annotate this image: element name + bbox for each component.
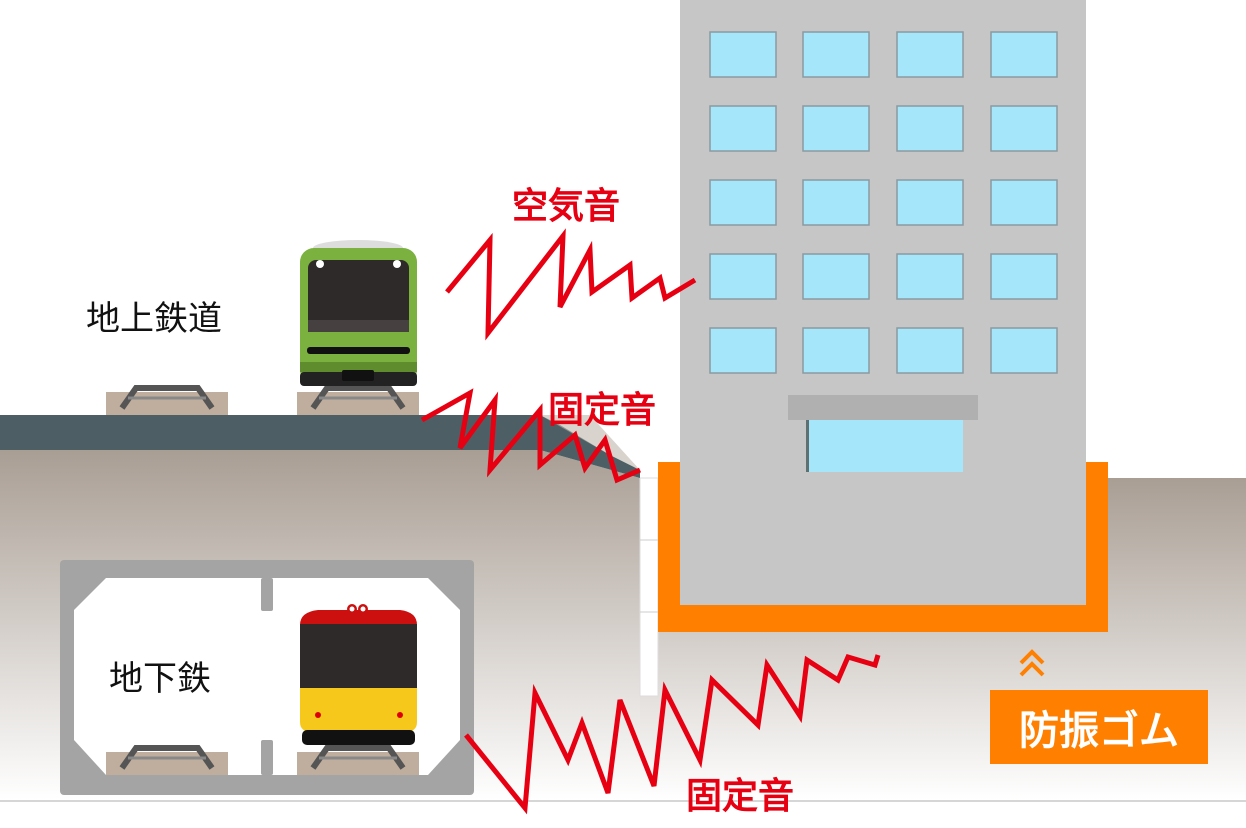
structure-sound-wave-bottom bbox=[464, 653, 881, 815]
window bbox=[802, 253, 870, 300]
window bbox=[802, 327, 870, 374]
window bbox=[990, 253, 1058, 300]
sound-waves bbox=[420, 228, 881, 815]
structure-sound-label-top: 固定音 bbox=[548, 390, 656, 431]
window bbox=[896, 105, 964, 152]
window bbox=[709, 327, 777, 374]
chevron-up-icon bbox=[1019, 649, 1045, 677]
window bbox=[990, 105, 1058, 152]
window bbox=[802, 179, 870, 226]
window bbox=[709, 105, 777, 152]
window bbox=[990, 327, 1058, 374]
window bbox=[709, 253, 777, 300]
window bbox=[990, 31, 1058, 78]
airborne-sound-wave bbox=[445, 228, 697, 341]
window bbox=[709, 31, 777, 78]
window bbox=[896, 327, 964, 374]
window bbox=[990, 179, 1058, 226]
surface-tracks bbox=[106, 385, 419, 415]
viaduct bbox=[0, 415, 640, 478]
anti-vibration-rubber-label: 防振ゴム bbox=[1019, 708, 1179, 754]
structure-sound-wave-top bbox=[420, 388, 641, 484]
window bbox=[896, 179, 964, 226]
window bbox=[802, 31, 870, 78]
subway-train bbox=[300, 604, 417, 745]
surface-train bbox=[300, 240, 417, 386]
subway-label: 地下鉄 bbox=[109, 659, 211, 699]
anti-vibration-rubber-label-box bbox=[990, 690, 1208, 764]
building bbox=[658, 0, 1108, 632]
structure-sound-label-bottom: 固定音 bbox=[686, 776, 794, 817]
building-windows bbox=[709, 31, 1058, 374]
window bbox=[802, 105, 870, 152]
surface-railway-label: 地上鉄道 bbox=[86, 299, 222, 339]
window bbox=[896, 31, 964, 78]
window bbox=[896, 253, 964, 300]
airborne-sound-label: 空気音 bbox=[512, 186, 620, 227]
window bbox=[709, 179, 777, 226]
